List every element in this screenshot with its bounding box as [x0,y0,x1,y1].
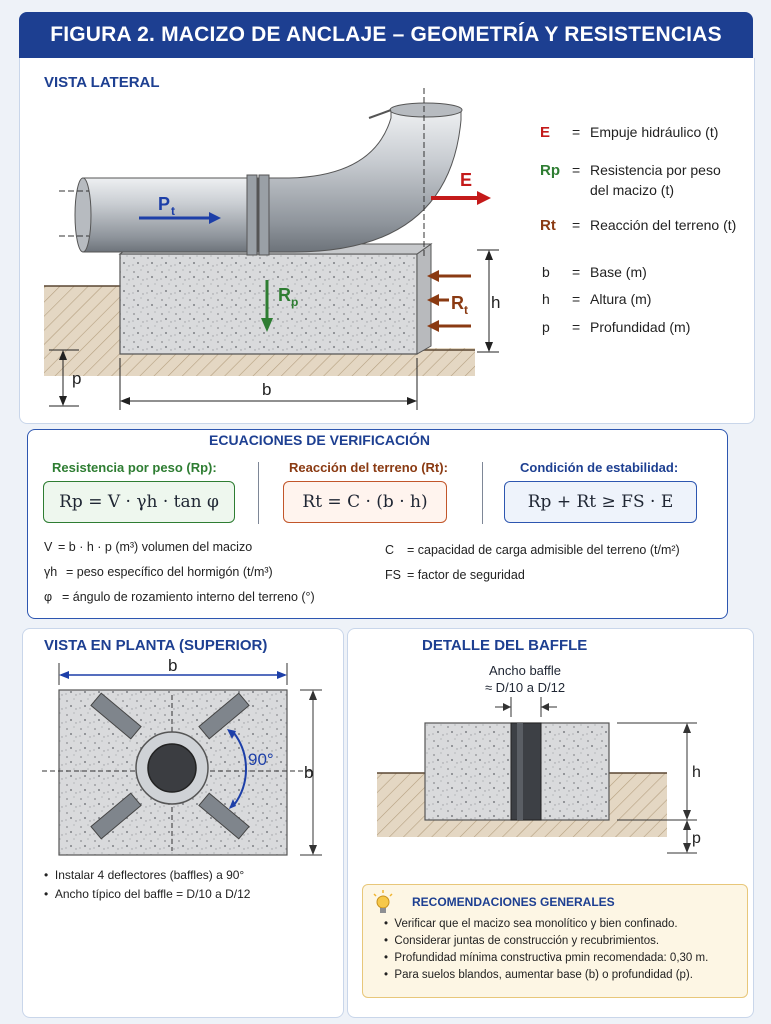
recommendation-item: • Verificar que el macizo sea monolítico… [384,918,678,930]
eq-title-rt: Reacción del terreno (Rt): [289,460,448,475]
recommendation-item: • Para suelos blandos, aumentar base (b)… [384,969,693,981]
plan-view-drawing: b 90° b [42,656,322,856]
side-view-title: VISTA LATERAL [44,74,160,91]
rt-sub: t [464,303,468,317]
rt-label: R [451,293,464,313]
e-label: E [460,170,472,190]
eq-title-stability: Condición de estabilidad: [520,460,679,475]
formula-rp: Rp = V · γh · tan φ [43,481,235,523]
angle-label: 90° [248,750,274,769]
plan-bullet: • Ancho típico del baffle = D/10 a D/12 [44,887,251,901]
angle-arc [233,732,247,806]
pt-label: P [158,194,170,214]
plan-view-title: VISTA EN PLANTA (SUPERIOR) [44,637,268,654]
legend-row-e: E = Empuje hidráulico (t) [540,124,719,141]
def-c: C = capacidad de carga admisible del ter… [385,543,680,557]
h-dim-label: h [491,293,500,312]
plan-bullet: • Instalar 4 deflectores (baffles) a 90° [44,868,245,882]
plan-pipe-bore [147,743,197,793]
baffle-width-value: ≈ D/10 a D/12 [484,680,566,695]
equations-title: ECUACIONES DE VERIFICACIÓN [209,432,430,448]
plan-bullets: • Instalar 4 deflectores (baffles) a 90°… [44,868,250,901]
baffle-plate [510,722,542,821]
legend-row-b: b = Base (m) [542,264,647,280]
recommendations-list: • Verificar que el macizo sea monolítico… [384,918,744,981]
pipe-elbow [257,109,462,253]
rt-arrows [427,270,471,332]
legend-sym-e: E [540,124,551,141]
legend-sym-rt: Rt [540,217,556,234]
b-dim-label: b [262,380,271,399]
eq-title-rp: Resistencia por peso (Rp): [52,460,217,475]
equations-panel [27,429,728,619]
formula-stability: Rp + Rt ≥ FS · E [504,481,697,523]
legend-sym-rp: Rp [540,162,560,179]
plan-baffles [90,692,250,840]
recommendation-item: • Considerar juntas de construcción y re… [384,935,660,947]
def-phi: φ = ángulo de rozamiento interno del ter… [44,590,315,604]
baffle-p-label: p [692,830,701,847]
rp-label: R [278,285,291,305]
baffle-detail-title: DETALLE DEL BAFFLE [422,637,588,654]
baffle-width-label: Ancho baffle [488,663,562,678]
legend-row-p: p = Profundidad (m) [542,319,691,335]
p-dim-label: p [72,369,81,388]
rp-sub: p [291,295,298,309]
lightbulb-icon [373,890,393,913]
baffle-detail-drawing: h p [377,697,701,854]
pt-sub: t [171,204,175,218]
recommendations-box [362,884,748,998]
plan-b-top: b [168,656,177,675]
side-view-drawing: P t E R p R t h p b [44,88,500,410]
legend-row-rt: Rt = Reacción del terreno (t) [540,217,737,234]
figure-title: FIGURA 2. MACIZO DE ANCLAJE – GEOMETRÍA … [19,12,753,58]
def-v: V = b · h · p (m³) volumen del macizo [44,540,253,554]
def-fs: FS = factor de seguridad [385,568,525,582]
plan-b-side: b [304,763,313,782]
pipe-horizontal [82,177,259,253]
def-gamma: γh = peso específico del hormigón (t/m³) [44,565,273,579]
recommendations-title: RECOMENDACIONES GENERALES [412,895,615,909]
legend-row-h: h = Altura (m) [542,291,652,307]
recommendation-item: • Profundidad mínima constructiva pmin r… [384,952,709,964]
formula-rt: Rt = C · (b · h) [283,481,447,523]
baffle-soil [377,773,667,837]
legend-row-rp: Rp = Resistencia por peso del macizo (t) [540,162,721,198]
baffle-h-label: h [692,764,701,781]
